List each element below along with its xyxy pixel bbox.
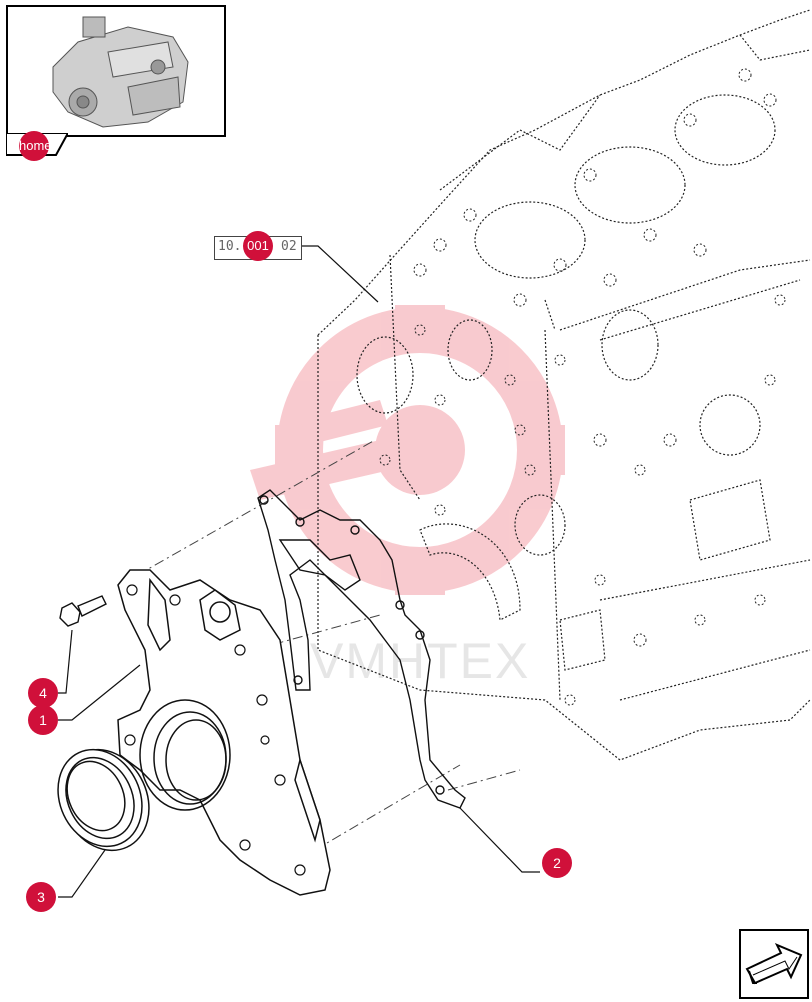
engine-block xyxy=(317,9,811,761)
reference-code: 001 xyxy=(247,238,269,253)
callout-4[interactable]: 4 xyxy=(28,678,58,708)
watermark-text: VMHTEX xyxy=(310,633,530,689)
callout-4-label: 4 xyxy=(39,685,47,701)
reference-code-badge[interactable]: 001 xyxy=(243,231,273,261)
reference-suffix: 02 xyxy=(281,239,297,254)
front-cover-bolt-holes xyxy=(124,584,306,876)
callout-3[interactable]: 3 xyxy=(26,882,56,912)
engine-thumbnail[interactable] xyxy=(6,5,226,137)
part-bolt xyxy=(59,595,107,627)
callout-1-label: 1 xyxy=(39,712,47,728)
front-cover-seal-bore xyxy=(139,699,231,811)
reference-prefix: 10. xyxy=(218,239,242,254)
callout-leader-lines xyxy=(58,245,540,898)
part-front-cover xyxy=(117,569,331,896)
part-gasket xyxy=(257,489,466,809)
callout-2[interactable]: 2 xyxy=(542,848,572,878)
engine-thumbnail-image xyxy=(52,16,189,128)
callout-1[interactable]: 1 xyxy=(28,705,58,735)
part-seal-ring xyxy=(57,748,150,852)
home-button[interactable]: home xyxy=(19,131,52,161)
next-page-button[interactable] xyxy=(739,929,809,999)
next-page-arrow-icon xyxy=(745,943,803,985)
watermark-logo xyxy=(250,305,565,595)
home-label: home xyxy=(19,138,52,153)
callout-2-label: 2 xyxy=(553,855,561,871)
engine-bolt-holes xyxy=(379,68,786,706)
callout-3-label: 3 xyxy=(37,889,45,905)
